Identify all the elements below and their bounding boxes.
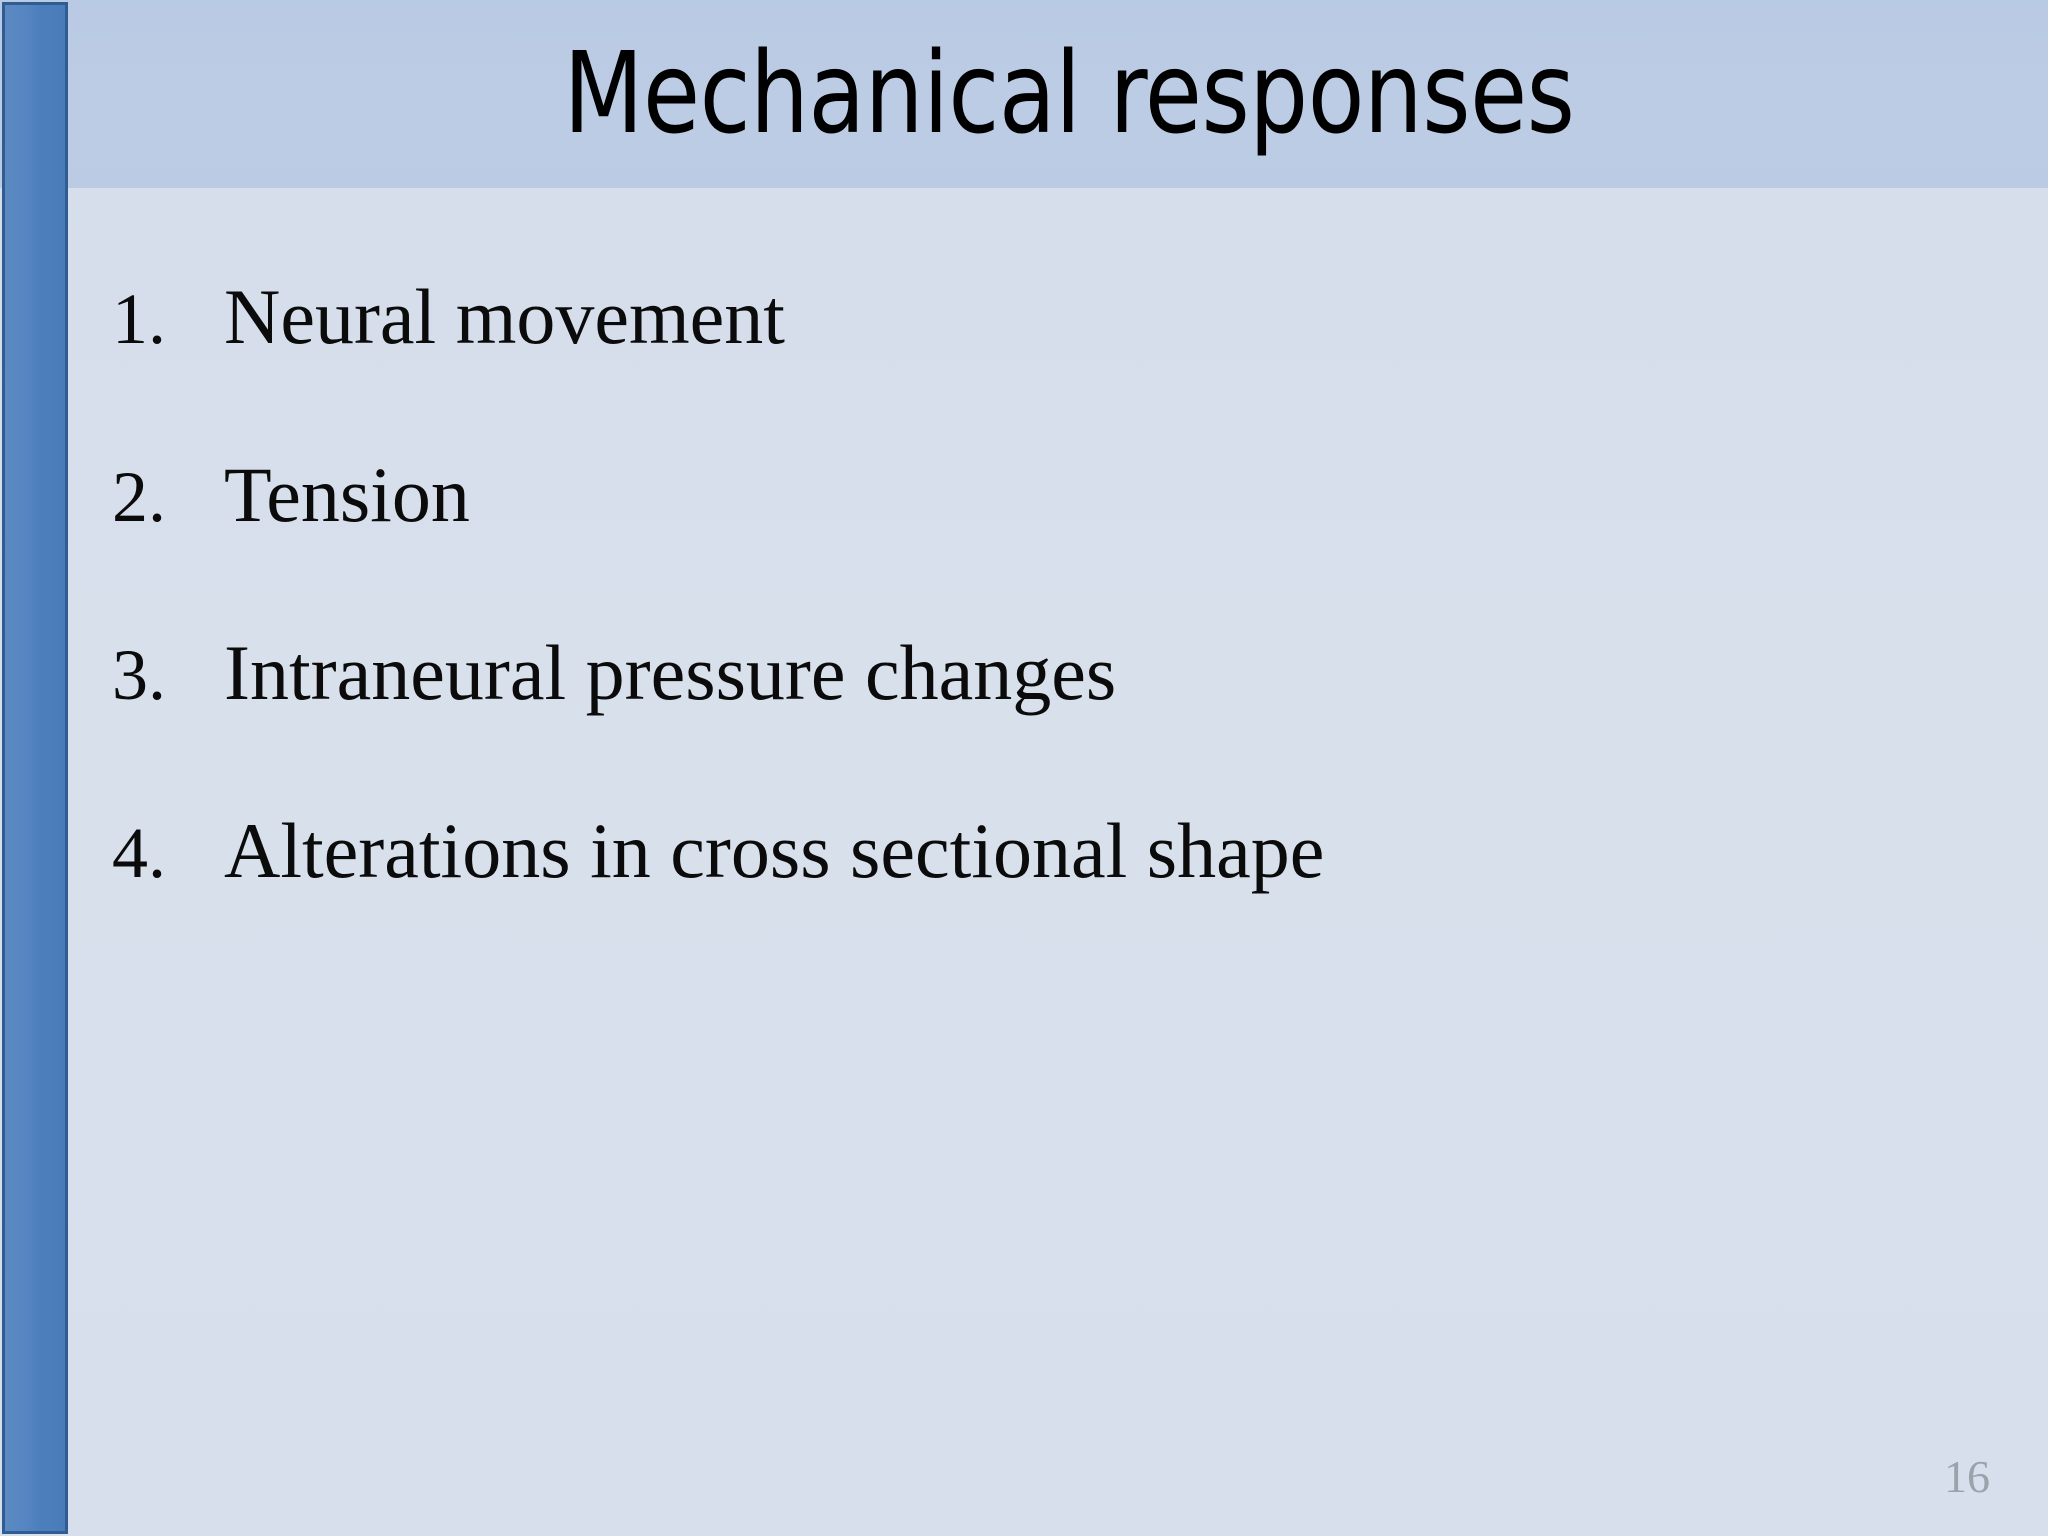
list-item: 3. Intraneural pressure changes	[112, 634, 1952, 712]
list-item-label: Alterations in cross sectional shape	[224, 807, 1325, 894]
list-item: 4. Alterations in cross sectional shape	[112, 812, 1952, 890]
list-item-label: Intraneural pressure changes	[224, 629, 1117, 716]
list-item-number: 4.	[112, 813, 166, 893]
list-item-number: 1.	[112, 279, 166, 359]
page-number: 16	[1944, 1451, 1990, 1502]
list-item-number: 2.	[112, 457, 166, 537]
slide-title: Mechanical responses	[563, 29, 1575, 159]
left-accent-bar	[2, 2, 68, 1534]
list-item-number: 3.	[112, 635, 166, 715]
title-band: Mechanical responses	[0, 0, 2048, 188]
list-item-label: Neural movement	[224, 273, 785, 360]
numbered-list: 1. Neural movement 2. Tension 3. Intrane…	[112, 278, 1952, 990]
list-item: 2. Tension	[112, 456, 1952, 534]
list-item: 1. Neural movement	[112, 278, 1952, 356]
left-accent-bar-highlight	[5, 5, 65, 1531]
list-item-label: Tension	[224, 451, 470, 538]
